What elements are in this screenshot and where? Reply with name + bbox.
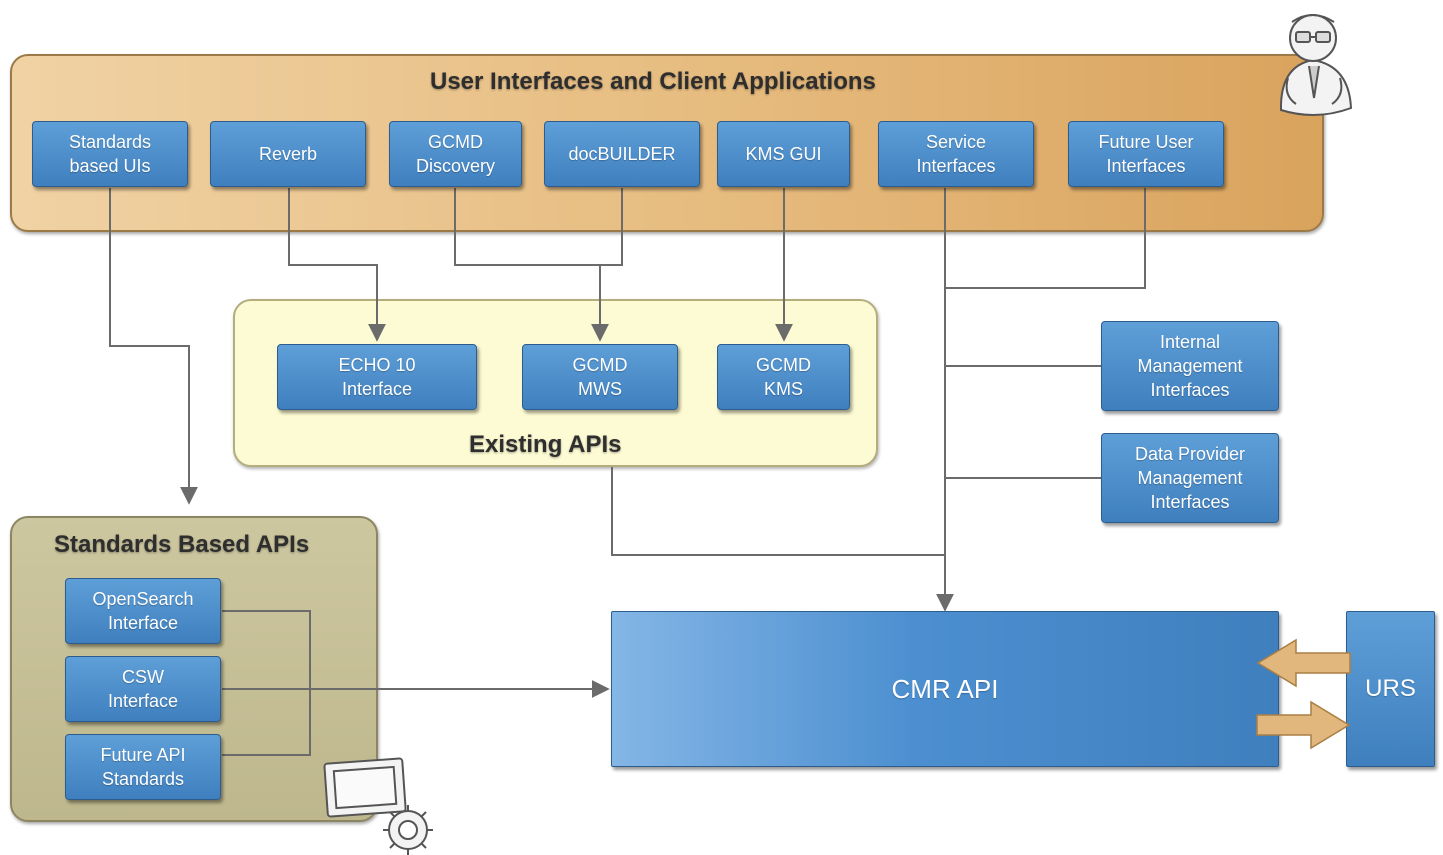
internal-management-box[interactable]: Internal Management Interfaces xyxy=(1101,321,1279,411)
connector-opensearch xyxy=(222,610,311,756)
ui-region-title: User Interfaces and Client Applications xyxy=(430,68,876,95)
docbuilder-box[interactable]: docBUILDER xyxy=(544,121,700,187)
connector-gcmd-discovery xyxy=(454,188,600,266)
existing-apis-title: Existing APIs xyxy=(469,431,622,458)
kms-gui-box[interactable]: KMS GUI xyxy=(717,121,850,187)
cmr-api-box[interactable]: CMR API xyxy=(611,611,1279,767)
connector-reverb xyxy=(288,188,386,342)
standards-based-uis-box[interactable]: Standards based UIs xyxy=(32,121,188,187)
connector-docbuilder xyxy=(591,188,623,342)
left-arrow-icon xyxy=(1256,638,1351,688)
urs-box[interactable]: URS xyxy=(1346,611,1435,767)
future-api-standards-box[interactable]: Future API Standards xyxy=(65,734,221,800)
connector-standards-uis xyxy=(109,188,198,505)
service-interfaces-box[interactable]: Service Interfaces xyxy=(878,121,1034,187)
standards-apis-title: Standards Based APIs xyxy=(54,531,310,558)
connector-existing-apis xyxy=(611,467,945,556)
gcmd-discovery-box[interactable]: GCMD Discovery xyxy=(389,121,522,187)
gcmd-mws-box[interactable]: GCMD MWS xyxy=(522,344,678,410)
reverb-box[interactable]: Reverb xyxy=(210,121,366,187)
csw-interface-box[interactable]: CSW Interface xyxy=(65,656,221,722)
data-provider-management-box[interactable]: Data Provider Management Interfaces xyxy=(1101,433,1279,523)
future-user-interfaces-box[interactable]: Future User Interfaces xyxy=(1068,121,1224,187)
right-arrow-icon xyxy=(1256,700,1351,750)
connector-future-ui xyxy=(945,188,1146,289)
gcmd-kms-box[interactable]: GCMD KMS xyxy=(717,344,850,410)
opensearch-interface-box[interactable]: OpenSearch Interface xyxy=(65,578,221,644)
echo10-interface-box[interactable]: ECHO 10 Interface xyxy=(277,344,477,410)
